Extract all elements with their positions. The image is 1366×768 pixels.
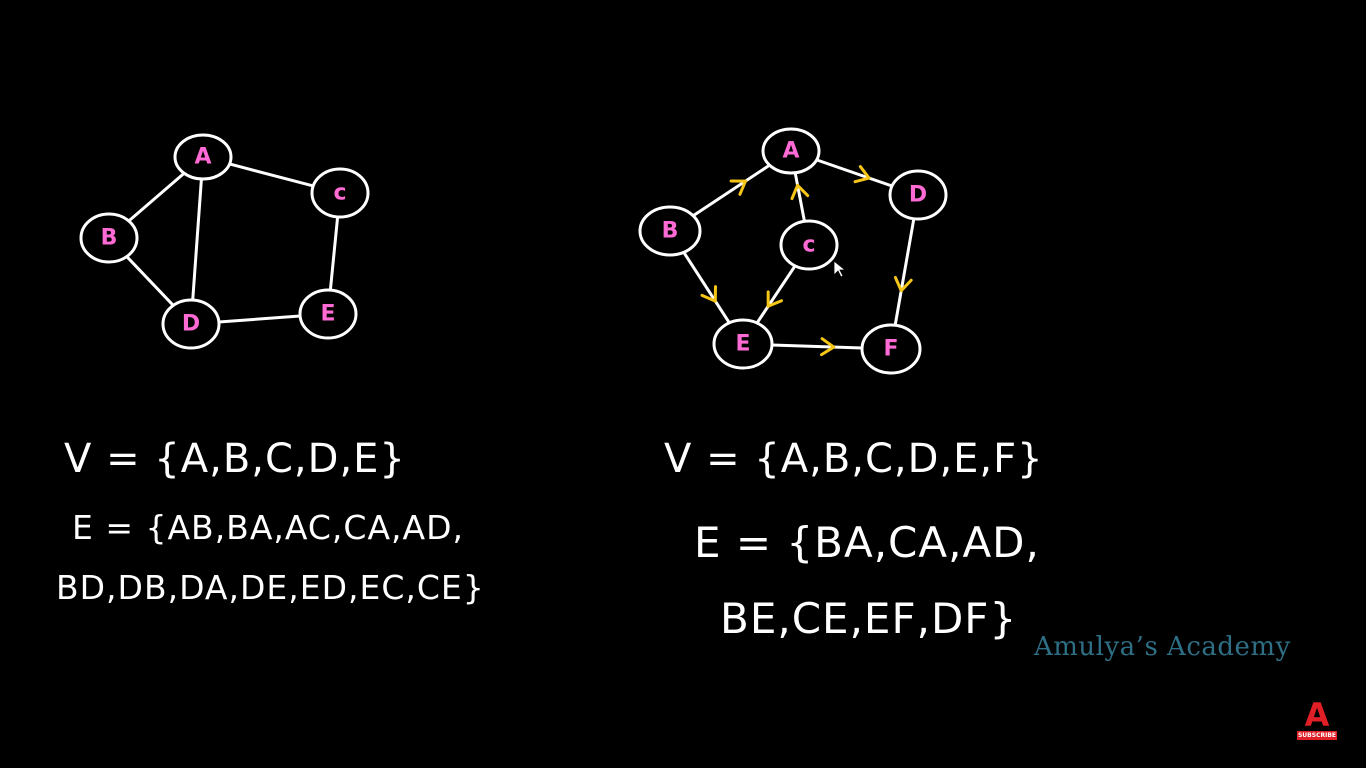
dg-arrow-CE (766, 290, 783, 308)
dg-node-A (761, 127, 821, 175)
dg-node-label-E: E (735, 332, 750, 357)
directed-edge-set-line1: E = {BA,CA,AD, (694, 518, 1040, 567)
dg-arrow-DF (893, 275, 913, 293)
channel-logo-icon: A (1304, 696, 1330, 734)
dg-node-label-A: A (782, 139, 799, 164)
ug-edge-AD (191, 177, 203, 302)
dg-arrow-AD (853, 165, 871, 184)
dg-node-F (860, 323, 922, 375)
dg-edge-BE (682, 250, 731, 325)
dg-node-D (888, 169, 948, 221)
ug-edge-BD (125, 255, 175, 307)
dg-node-B (638, 205, 702, 257)
subscribe-button[interactable]: A SUBSCRIBE (1297, 696, 1337, 742)
mouse-cursor-icon (833, 260, 847, 278)
dg-edge-CA (793, 171, 806, 223)
ug-edge-AB (127, 171, 186, 223)
directed-vertex-set: V = {A,B,C,D,E,F} (664, 436, 1044, 482)
directed-graph: A Bc D E F (638, 127, 948, 375)
ug-edge-AC (228, 162, 315, 188)
dg-node-label-F: F (883, 337, 898, 362)
dg-node-E (712, 318, 774, 370)
dg-arrow-BA (729, 179, 748, 196)
ug-node-label-C: c (333, 181, 346, 206)
dg-arrow-EF (820, 337, 836, 357)
ug-edge-DE (217, 314, 302, 324)
undirected-edge-set-line2: BD,DB,DA,DE,ED,EC,CE} (56, 568, 485, 607)
ug-node-label-B: B (101, 226, 118, 251)
ug-edge-CE (328, 215, 340, 292)
ug-node-C (310, 167, 370, 219)
undirected-graph: A BcD E (79, 133, 370, 350)
dg-node-label-C: c (802, 233, 815, 258)
undirected-edge-set-line1: E = {AB,BA,AC,CA,AD, (72, 508, 464, 547)
ug-node-label-D: D (182, 312, 200, 337)
dg-node-label-B: B (662, 219, 679, 244)
channel-watermark: Amulya’s Academy (1034, 632, 1291, 662)
ug-node-E (298, 288, 358, 340)
dg-node-label-D: D (909, 183, 927, 208)
dg-edge-DF (893, 217, 916, 327)
ug-node-A (173, 133, 233, 181)
dg-node-C (779, 219, 839, 271)
subscribe-label: SUBSCRIBE (1297, 731, 1337, 740)
ug-node-D (161, 298, 221, 350)
dg-edge-EF (770, 343, 864, 350)
dg-edge-BA (691, 163, 772, 218)
dg-edge-CE (755, 264, 797, 325)
ug-node-B (79, 212, 139, 264)
dg-arrow-CA (790, 183, 810, 201)
ug-node-label-E: E (320, 302, 335, 327)
directed-edge-set-line2: BE,CE,EF,DF} (720, 594, 1018, 643)
undirected-vertex-set: V = {A,B,C,D,E} (64, 436, 406, 482)
ug-node-label-A: A (194, 145, 211, 170)
dg-edge-AD (815, 158, 894, 188)
dg-arrow-BE (700, 285, 717, 303)
